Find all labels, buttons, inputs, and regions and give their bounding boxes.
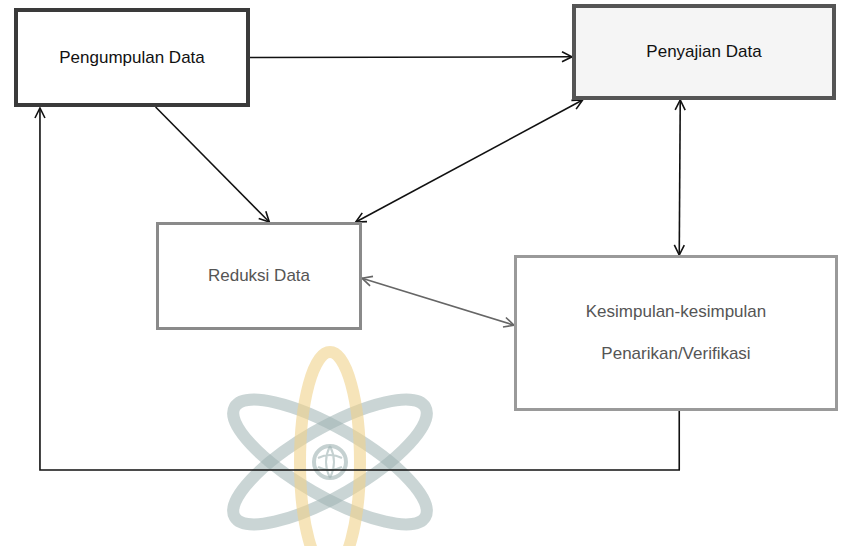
process-box: Kesimpulan-kesimpulan Penarikan/Verifika… — [514, 255, 838, 411]
process-box: Penyajian Data — [572, 4, 836, 100]
flow-arrow — [250, 56, 572, 58]
box-label: Penyajian Data — [646, 42, 761, 62]
box-label: Kesimpulan-kesimpulan Penarikan/Verifika… — [556, 291, 796, 375]
flow-arrow — [362, 278, 514, 325]
process-box: Pengumpulan Data — [14, 8, 250, 107]
atom-emblem — [218, 352, 443, 546]
flow-arrow — [356, 100, 583, 222]
process-box: Reduksi Data — [156, 222, 362, 330]
box-label: Reduksi Data — [208, 266, 310, 286]
box-label: Pengumpulan Data — [59, 48, 205, 68]
flow-arrow — [679, 100, 680, 255]
flow-arrow — [156, 107, 270, 222]
